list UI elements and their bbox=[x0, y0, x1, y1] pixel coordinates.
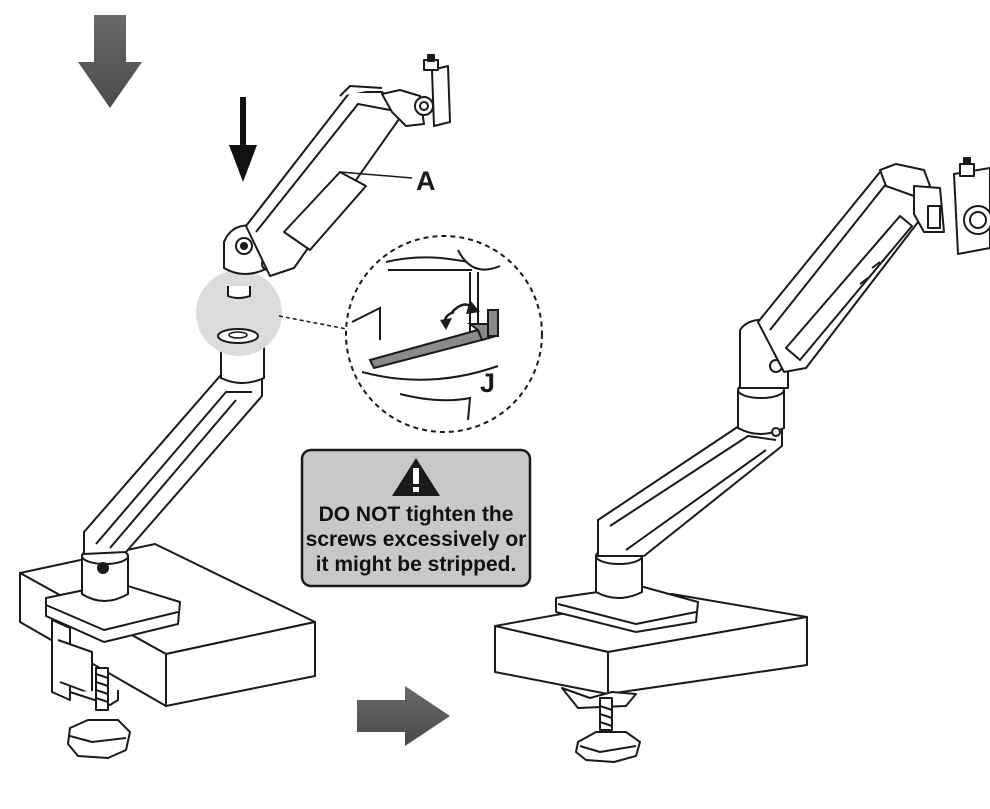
detail-connector bbox=[278, 315, 353, 331]
insert-down-arrow-icon bbox=[229, 97, 257, 182]
label-a: A bbox=[416, 166, 436, 196]
warning-triangle-icon bbox=[392, 458, 440, 496]
down-arrow-icon bbox=[78, 15, 142, 108]
right-lower-arm bbox=[597, 423, 783, 557]
label-j: J bbox=[480, 368, 495, 398]
left-clamp bbox=[45, 582, 181, 759]
warning-box: DO NOT tighten the screws excessively or… bbox=[300, 448, 532, 588]
left-upper-arm bbox=[223, 54, 451, 277]
right-upper-arm bbox=[739, 157, 990, 389]
magnifier-highlight bbox=[196, 270, 282, 356]
label-a-leader bbox=[339, 171, 413, 179]
detail-callout: J bbox=[345, 235, 543, 433]
hex-key-icon bbox=[368, 309, 499, 370]
left-lower-arm bbox=[83, 375, 263, 555]
right-arrow-icon bbox=[357, 686, 450, 746]
rotate-icon bbox=[440, 300, 480, 330]
warning-line-1: DO NOT tighten the bbox=[319, 503, 514, 526]
right-clamp bbox=[555, 585, 699, 763]
warning-line-3: it might be stripped. bbox=[316, 553, 517, 576]
left-pole-base bbox=[81, 547, 129, 602]
warning-line-2: screws excessively or bbox=[306, 528, 527, 551]
right-pole bbox=[737, 381, 785, 437]
